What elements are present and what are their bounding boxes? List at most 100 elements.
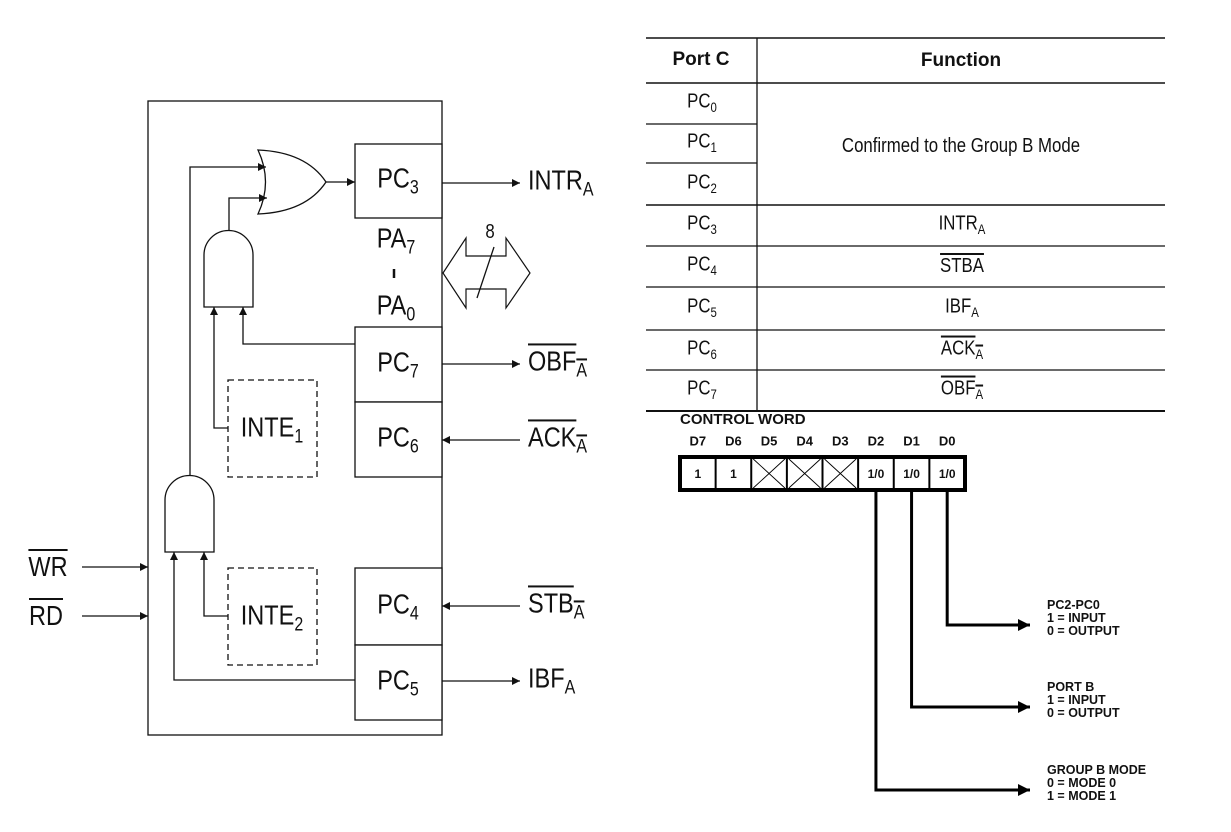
- signal-label-intr-text: INTR: [528, 164, 583, 196]
- port-box-pc4: [354, 567, 443, 646]
- and2-to-or-wire: [189, 163, 266, 476]
- table-header-port-c: Port C: [672, 49, 730, 70]
- control-word-bit-d2: D2: [867, 433, 885, 449]
- port-a-label-pa0: PA0: [376, 289, 416, 326]
- table-cell-port-pc7: PC7: [687, 379, 717, 402]
- signal-label-obf-text: OBF: [528, 345, 577, 377]
- control-word-bit-d4: D4: [796, 433, 813, 449]
- table-cell-port-pc4-text: PC: [687, 253, 711, 276]
- table-cell-port-pc3-text: PC: [687, 212, 711, 235]
- port-box-pc7: [354, 326, 443, 403]
- signal-label-stb-subscript: A: [573, 602, 585, 624]
- legend-line: 0 = MODE 0: [1047, 776, 1117, 790]
- inte2-to-and2-wire: [200, 552, 228, 617]
- signal-label-obf-subscript: A: [576, 360, 588, 382]
- port-box-pc3: [354, 143, 443, 219]
- input-label-wr: WR: [28, 553, 67, 581]
- control-word-value-d0: 1/0: [938, 466, 956, 481]
- table-cell-port-pc0-subscript: 0: [710, 99, 717, 115]
- port-a-label-pa7-text: PA: [376, 222, 407, 254]
- port-box-label-pc4-subscript: 4: [409, 603, 419, 625]
- legend-line: PC2-PC0: [1047, 598, 1100, 612]
- signal-label-stb-text: STB: [528, 587, 574, 619]
- port-box-label-pc3-subscript: 3: [409, 177, 419, 199]
- table-cell-function-text: IBF: [945, 295, 972, 318]
- table-cell-port-pc0: PC0: [687, 92, 717, 115]
- signal-label-intr: INTRA: [528, 164, 594, 200]
- port-box-label-pc6: PC6: [377, 422, 419, 458]
- table-cell-port-pc1-text: PC: [687, 130, 711, 153]
- control-word-bit-d1: D1: [903, 433, 920, 449]
- table-cell-port-pc2-subscript: 2: [710, 180, 717, 196]
- dont-care-cross-d4: [788, 458, 821, 489]
- legend-line: 0 = OUTPUT: [1047, 706, 1120, 720]
- port-a-label-pa0-subscript: 0: [406, 304, 416, 326]
- port-box-label-pc6-subscript: 6: [409, 436, 419, 458]
- port-a-label-pa0-text: PA: [376, 289, 407, 321]
- control-word-value-d7: 1: [694, 466, 702, 481]
- port-a-label-pa7-subscript: 7: [406, 237, 416, 259]
- table-cell-port-pc6-text: PC: [687, 337, 711, 360]
- input-label-rd-text: RD: [29, 600, 63, 631]
- table-cell-function-text: ACK: [940, 337, 976, 360]
- pc7-to-and1-wire: [239, 307, 355, 345]
- table-cell-function-text: OBF: [940, 377, 976, 400]
- control-word-value-d2: 1/0: [867, 466, 885, 481]
- table-cell-port-pc7-subscript: 7: [710, 386, 717, 402]
- table-cell-port-pc5-text: PC: [687, 295, 711, 318]
- bidirectional-bus-arrow: [442, 235, 531, 311]
- legend-line: PORT B: [1047, 680, 1095, 694]
- port-box-label-pc7: PC7: [377, 345, 419, 381]
- and1-to-or-wire: [228, 194, 267, 231]
- table-cell-function: IBFA: [945, 297, 979, 320]
- table-cell-function-text: STBA: [940, 255, 984, 277]
- legend-line: 1 = INPUT: [1047, 693, 1106, 707]
- port-box-label-pc5-subscript: 5: [409, 679, 419, 701]
- signal-label-ack: ACKA: [528, 423, 588, 458]
- table-cell-group-b-function: Confirmed to the Group B Mode: [841, 135, 1081, 157]
- port-box-label-pc4-text: PC: [377, 587, 410, 619]
- port-box-label-pc5: PC5: [377, 665, 419, 701]
- port-box-label-pc3-text: PC: [377, 162, 410, 194]
- input-label-rd: RD: [29, 602, 63, 630]
- table-cell-port-pc6-subscript: 6: [710, 346, 717, 362]
- table-cell-function-text: INTR: [938, 212, 978, 235]
- and-gate-2: [164, 474, 215, 553]
- table-cell-port-pc3-subscript: 3: [710, 221, 717, 237]
- control-word-value-d1: 1/0: [903, 466, 920, 481]
- inte1-flipflop: [227, 379, 318, 478]
- table-cell-port-pc0-text: PC: [687, 90, 711, 113]
- and-gate-1: [203, 229, 254, 308]
- inte2-label: INTE2: [241, 601, 303, 635]
- legend-line: 1 = INPUT: [1047, 611, 1106, 625]
- table-cell-port-pc2-text: PC: [687, 171, 711, 194]
- signal-label-stb: STBA: [528, 587, 585, 624]
- table-cell-function-subscript: A: [971, 304, 979, 320]
- signal-label-ibf-text: IBF: [528, 662, 565, 694]
- bus-width-slash: [476, 246, 495, 299]
- signal-label-ack-subscript: A: [576, 436, 588, 458]
- inte1-label-subscript: 1: [294, 426, 304, 448]
- leader-line-d2: [874, 490, 1030, 796]
- port-box-label-pc3: PC3: [377, 162, 419, 199]
- table-cell-function: OBFA: [941, 379, 983, 402]
- table-cell-port-pc4: PC4: [687, 255, 717, 278]
- table-cell-function: ACKA: [941, 339, 983, 362]
- control-word-bit-d7: D7: [689, 433, 707, 449]
- table-cell-port-pc6: PC6: [687, 339, 717, 362]
- control-word-value-d6: 1: [730, 466, 737, 481]
- port-box-label-pc7-text: PC: [377, 345, 410, 377]
- table-cell-port-pc4-subscript: 4: [710, 262, 717, 278]
- legend-line: GROUP B MODE: [1047, 763, 1147, 777]
- table-cell-function-subscript: A: [975, 386, 984, 402]
- table-cell-port-pc7-text: PC: [687, 377, 711, 400]
- bus-width-label: 8: [485, 221, 495, 243]
- signal-label-obf: OBFA: [528, 345, 588, 382]
- input-label-wr-text: WR: [28, 551, 68, 582]
- table-cell-port-pc3: PC3: [687, 214, 717, 237]
- inte1-label-text: INTE: [240, 411, 295, 443]
